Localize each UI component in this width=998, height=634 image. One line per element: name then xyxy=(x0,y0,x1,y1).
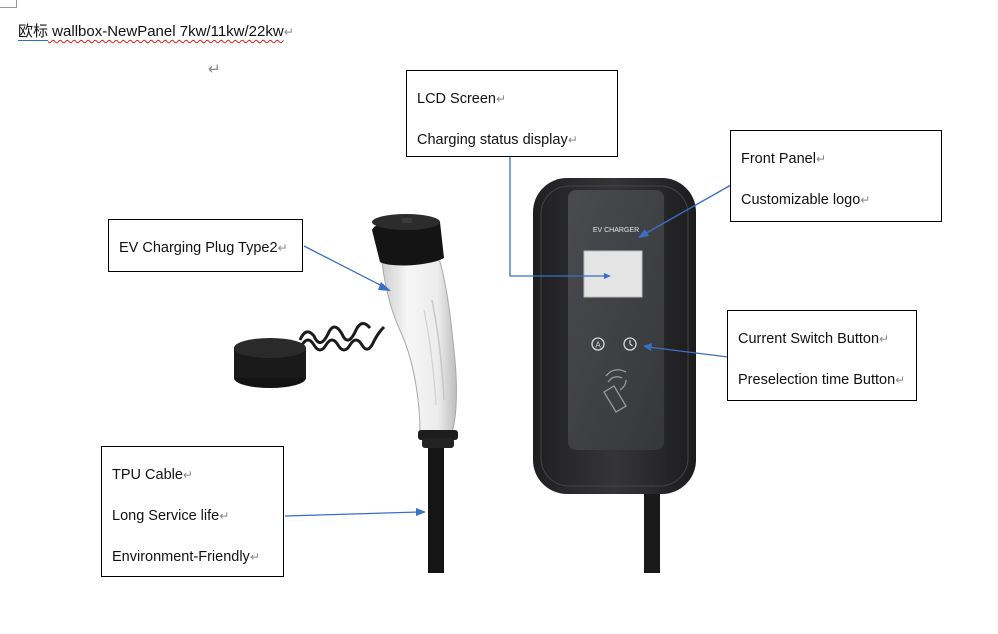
buttons-leader-line xyxy=(647,346,729,358)
preselection-time-button[interactable] xyxy=(623,337,637,351)
plug-cap xyxy=(234,338,306,388)
current-switch-glyph: A xyxy=(595,341,601,350)
plug-leader-line xyxy=(303,245,387,289)
wallbox-front-panel: EV CHARGER A xyxy=(568,190,664,450)
callout-lcd-screen: LCD Screen↵ Charging status display↵ xyxy=(406,70,618,157)
callout-plug-title: EV Charging Plug Type2 xyxy=(119,240,278,256)
lcd-leader-line xyxy=(509,156,606,277)
paragraph-mark-icon: ↵ xyxy=(567,133,578,147)
rfid-icon xyxy=(603,369,627,413)
arrowhead-icon xyxy=(643,343,652,351)
arrowhead-icon xyxy=(416,508,426,516)
paragraph-mark-icon: ↵ xyxy=(219,509,230,523)
clock-icon xyxy=(629,340,633,347)
panel-logo-text: EV CHARGER xyxy=(593,227,639,234)
tpu-cable xyxy=(428,445,444,573)
page-corner-mark xyxy=(0,0,17,8)
callout-cable-title: TPU Cable xyxy=(112,467,183,483)
title-cjk: 欧标 xyxy=(18,23,49,41)
title-text: wallbox-NewPanel 7kw/11kw/22kw xyxy=(48,23,284,40)
document-title: 欧标 wallbox-NewPanel 7kw/11kw/22kw↵ xyxy=(18,20,294,41)
callout-buttons: Current Switch Button↵ Preselection time… xyxy=(727,310,917,401)
callout-plug: EV Charging Plug Type2↵ xyxy=(108,219,303,272)
arrowhead-icon xyxy=(604,273,611,279)
callout-front-panel-title: Front Panel xyxy=(741,151,816,167)
current-switch-button[interactable] xyxy=(591,337,605,351)
callout-front-panel-desc: Customizable logo xyxy=(741,192,861,208)
leader-lines xyxy=(284,156,732,517)
type2-plug xyxy=(372,214,458,448)
cable-leader-line xyxy=(284,511,421,517)
lcd-screen xyxy=(583,250,643,298)
arrowhead-icon xyxy=(378,282,391,291)
callout-cable-desc1: Long Service life xyxy=(112,508,220,524)
empty-paragraph-mark-icon: ↵ xyxy=(208,61,221,78)
callout-lcd-desc: Charging status display xyxy=(417,132,568,148)
callout-buttons-title: Current Switch Button xyxy=(738,331,880,347)
paragraph-mark-icon: ↵ xyxy=(283,25,294,39)
paragraph-mark-icon: ↵ xyxy=(495,92,507,106)
paragraph-mark-icon: ↵ xyxy=(277,241,288,255)
front-panel-leader-line xyxy=(640,184,732,237)
arrowhead-icon xyxy=(638,229,649,238)
callout-cable: TPU Cable↵ Long Service life↵ Environmen… xyxy=(101,446,284,577)
paragraph-mark-icon: ↵ xyxy=(182,468,193,482)
callout-front-panel: Front Panel↵ Customizable logo↵ xyxy=(730,130,942,222)
paragraph-mark-icon: ↵ xyxy=(249,550,260,564)
coiled-cord xyxy=(298,322,386,352)
paragraph-mark-icon: ↵ xyxy=(879,332,890,346)
paragraph-mark-icon: ↵ xyxy=(860,193,871,207)
callout-cable-desc2: Environment-Friendly xyxy=(112,549,250,565)
paragraph-mark-icon: ↵ xyxy=(815,152,827,166)
callout-lcd-title: LCD Screen xyxy=(417,91,496,107)
callout-buttons-desc: Preselection time Button xyxy=(738,372,896,388)
paragraph-mark-icon: ↵ xyxy=(895,373,906,387)
wallbox-cable xyxy=(644,478,660,573)
